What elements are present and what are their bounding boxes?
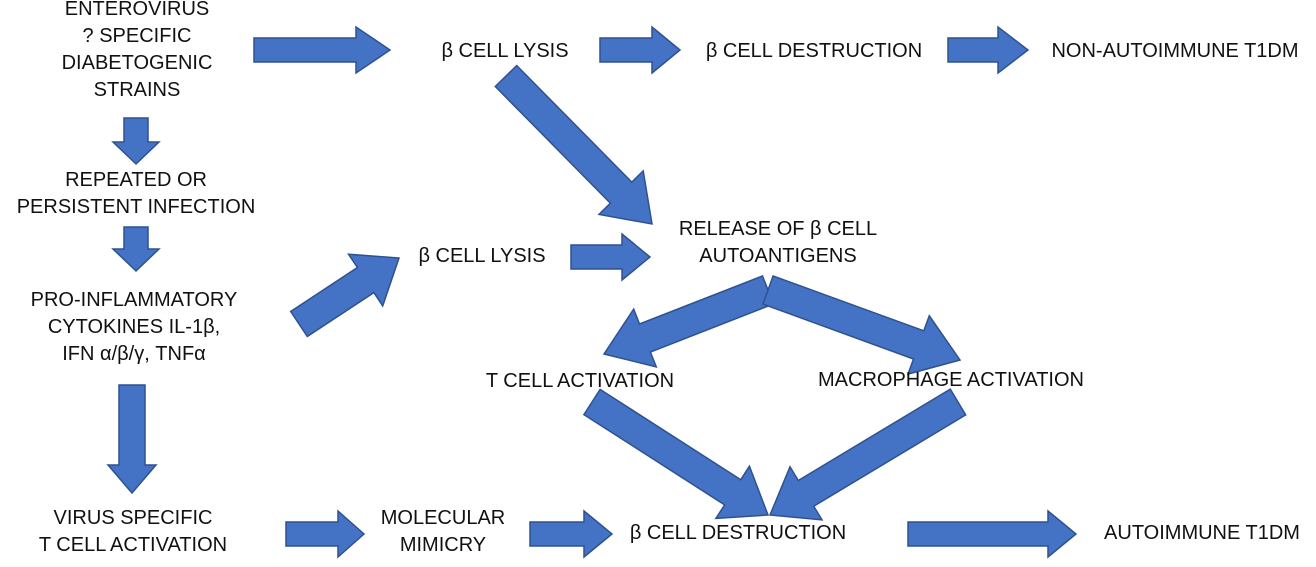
cell-destruction-bottom-label: β CELL DESTRUCTION	[629, 522, 847, 544]
arrow-macrophage-to-destruction	[768, 388, 967, 521]
arrow-destruction-to-non-autoimmune	[947, 25, 1030, 75]
release-autoantigens-line-1: RELEASE OF β CELL	[678, 218, 878, 240]
molecular-mimicry-line-1: MOLECULAR	[380, 507, 506, 529]
enterovirus-line-2: ? SPECIFIC	[82, 25, 192, 47]
cell-destruction-top-label: β CELL DESTRUCTION	[705, 40, 923, 62]
arrow-enterovirus-to-repeated	[111, 117, 161, 166]
cell-lysis-mid-label: β CELL LYSIS	[418, 245, 546, 267]
cytokines-line-3: IFN α/β/γ, TNFα	[62, 343, 206, 365]
repeated-infection-node: REPEATED OR PERSISTENT INFECTION	[2, 167, 270, 221]
arrow-destruction-to-autoimmune	[907, 509, 1078, 559]
arrow-cytokines-to-lysis-mid	[289, 253, 401, 338]
non-autoimmune-t1dm-label: NON-AUTOIMMUNE T1DM	[1051, 40, 1299, 62]
arrow-release-to-tcell	[602, 275, 775, 368]
autoimmune-t1dm-label: AUTOIMMUNE T1DM	[1104, 522, 1300, 544]
arrow-cytokines-to-virus-specific	[106, 384, 158, 495]
release-autoantigens-line-2: AUTOANTIGENS	[699, 245, 857, 267]
enterovirus-line-4: STRAINS	[93, 79, 181, 101]
enterovirus-node: ENTEROVIRUS ? SPECIFIC DIABETOGENIC STRA…	[37, 0, 237, 104]
molecular-mimicry-line-2: MIMICRY	[399, 534, 487, 556]
molecular-mimicry-node: MOLECULAR MIMICRY	[362, 505, 524, 559]
cytokines-line-1: PRO-INFLAMMATORY	[30, 289, 238, 311]
cell-lysis-top-label: β CELL LYSIS	[441, 40, 569, 62]
enterovirus-line-3: DIABETOGENIC	[61, 52, 213, 74]
autoimmune-t1dm-node: AUTOIMMUNE T1DM	[1090, 520, 1314, 547]
macrophage-activation-node: MACROPHAGE ACTIVATION	[790, 367, 1112, 394]
arrow-enterovirus-to-lysis	[253, 25, 392, 75]
cell-destruction-bottom-node: β CELL DESTRUCTION	[606, 520, 870, 547]
arrow-release-to-macrophage	[761, 274, 962, 376]
release-autoantigens-node: RELEASE OF β CELL AUTOANTIGENS	[650, 216, 906, 270]
arrow-lysis-top-to-release	[494, 64, 653, 225]
t-cell-activation-label: T CELL ACTIVATION	[485, 370, 675, 392]
arrow-repeated-to-cytokines	[111, 226, 161, 273]
repeated-infection-line-1: REPEATED OR	[65, 169, 207, 191]
arrow-mimicry-to-destruction	[529, 509, 614, 559]
cytokines-line-2: CYTOKINES IL-1β,	[47, 316, 221, 338]
macrophage-activation-label: MACROPHAGE ACTIVATION	[818, 369, 1084, 391]
enterovirus-line-1: ENTEROVIRUS	[64, 0, 210, 20]
non-autoimmune-t1dm-node: NON-AUTOIMMUNE T1DM	[1036, 38, 1314, 65]
cell-lysis-mid-node: β CELL LYSIS	[397, 243, 567, 270]
cell-lysis-top-node: β CELL LYSIS	[420, 38, 590, 65]
repeated-infection-line-2: PERSISTENT INFECTION	[16, 196, 256, 218]
arrow-tcell-to-destruction	[582, 388, 770, 520]
cytokines-node: PRO-INFLAMMATORY CYTOKINES IL-1β, IFN α/…	[2, 287, 266, 368]
arrow-virus-specific-to-mimicry	[285, 509, 366, 559]
cell-destruction-top-node: β CELL DESTRUCTION	[684, 38, 944, 65]
virus-specific-line-2: T CELL ACTIVATION	[38, 534, 228, 556]
virus-specific-node: VIRUS SPECIFIC T CELL ACTIVATION	[20, 505, 246, 559]
arrow-lysis-mid-to-release	[570, 232, 652, 282]
t-cell-activation-node: T CELL ACTIVATION	[460, 368, 700, 395]
arrow-lysis-to-destruction-top	[599, 25, 682, 75]
virus-specific-line-1: VIRUS SPECIFIC	[53, 507, 213, 529]
